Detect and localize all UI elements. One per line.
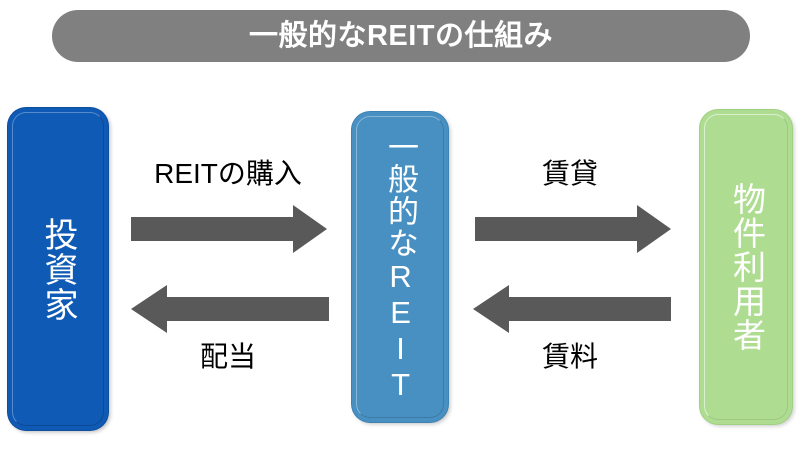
- flow-arrow-purchase-right: [131, 205, 327, 253]
- flow-label-purchase: REITの購入: [154, 158, 302, 189]
- entity-label-reit: 一般的なREIT: [383, 131, 419, 403]
- diagram-title-banner: 一般的なREITの仕組み: [52, 10, 750, 62]
- flow-arrow-lease-right: [475, 205, 671, 253]
- page-title: 一般的なREITの仕組み: [248, 19, 554, 52]
- entity-box-investor: 投資家: [8, 108, 108, 430]
- entity-label-investor: 投資家: [39, 216, 78, 322]
- entity-box-reit: 一般的なREIT: [352, 112, 448, 422]
- entity-label-tenant: 物件利用者: [728, 182, 766, 352]
- flow-arrow-rent-left: [473, 285, 671, 333]
- flow-label-dividend: 配当: [199, 341, 256, 372]
- flow-label-rent: 賃料: [541, 341, 598, 372]
- flow-label-lease: 賃貸: [541, 158, 598, 189]
- flow-arrow-dividend-left: [131, 285, 329, 333]
- entity-box-tenant: 物件利用者: [700, 110, 792, 424]
